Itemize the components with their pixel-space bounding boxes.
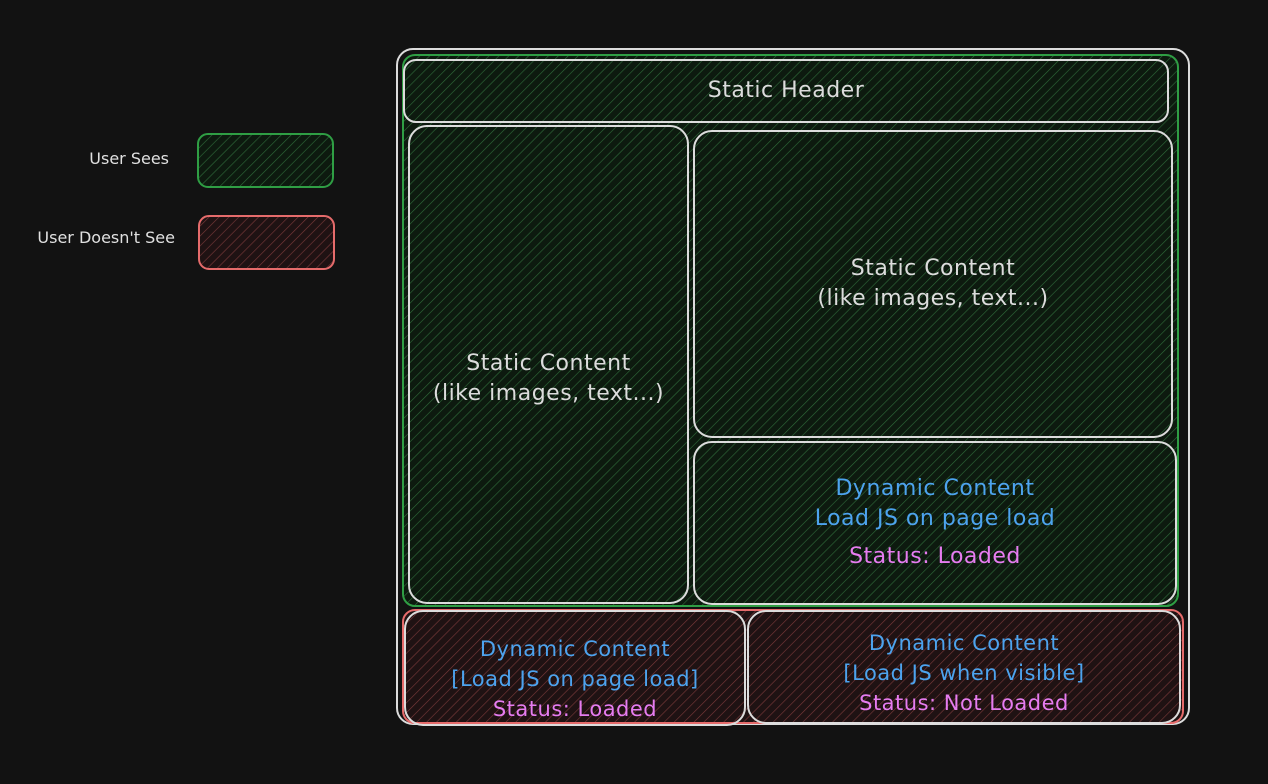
static-right-line1: Static Content	[850, 256, 1016, 281]
dynamic-visible-line2: Load JS on page load	[814, 506, 1056, 531]
visible-region	[402, 54, 1179, 607]
static-right-line2: (like images, text...)	[817, 286, 1049, 311]
dynamic-hidden-left-box	[404, 610, 746, 726]
dynamic-hidden-right-box	[747, 610, 1181, 724]
dynamic-hidden-right-text-container: Dynamic Content [Load JS when visible] S…	[748, 617, 1180, 729]
dynamic-hidden-left-line1: Dynamic Content	[479, 637, 671, 661]
legend-not-sees-swatch	[198, 215, 335, 270]
dynamic-hidden-left-text-container: Dynamic Content [Load JS on page load] S…	[405, 622, 745, 736]
static-left-text-container: Static Content (like images, text...)	[409, 126, 688, 631]
legend-not-sees-label: User Doesn't See	[37, 228, 175, 247]
header-label: Static Header	[707, 78, 865, 103]
dynamic-hidden-right-status: Status: Not Loaded	[859, 691, 1069, 715]
header-box	[403, 59, 1169, 123]
dynamic-hidden-right-line1: Dynamic Content	[868, 631, 1060, 655]
static-left-box	[408, 125, 689, 604]
dynamic-hidden-right-line2: [Load JS when visible]	[843, 661, 1085, 685]
legend-sees-label: User Sees	[89, 149, 169, 168]
static-left-line1: Static Content	[466, 350, 631, 376]
dynamic-hidden-left-status: Status: Loaded	[492, 697, 658, 721]
dynamic-visible-box	[693, 441, 1177, 605]
dynamic-visible-line1: Dynamic Content	[835, 476, 1035, 501]
dynamic-visible-text-container: Dynamic Content Load JS on page load Sta…	[694, 442, 1176, 604]
header-text-container: Static Header	[404, 60, 1168, 122]
dynamic-hidden-left-line2: [Load JS on page load]	[451, 667, 699, 691]
static-right-box	[693, 130, 1173, 438]
static-left-line2: (like images, text...)	[432, 380, 665, 406]
static-right-text-container: Static Content (like images, text...)	[694, 131, 1172, 437]
legend-sees-swatch	[197, 133, 334, 188]
dynamic-visible-status: Status: Loaded	[849, 544, 1021, 569]
